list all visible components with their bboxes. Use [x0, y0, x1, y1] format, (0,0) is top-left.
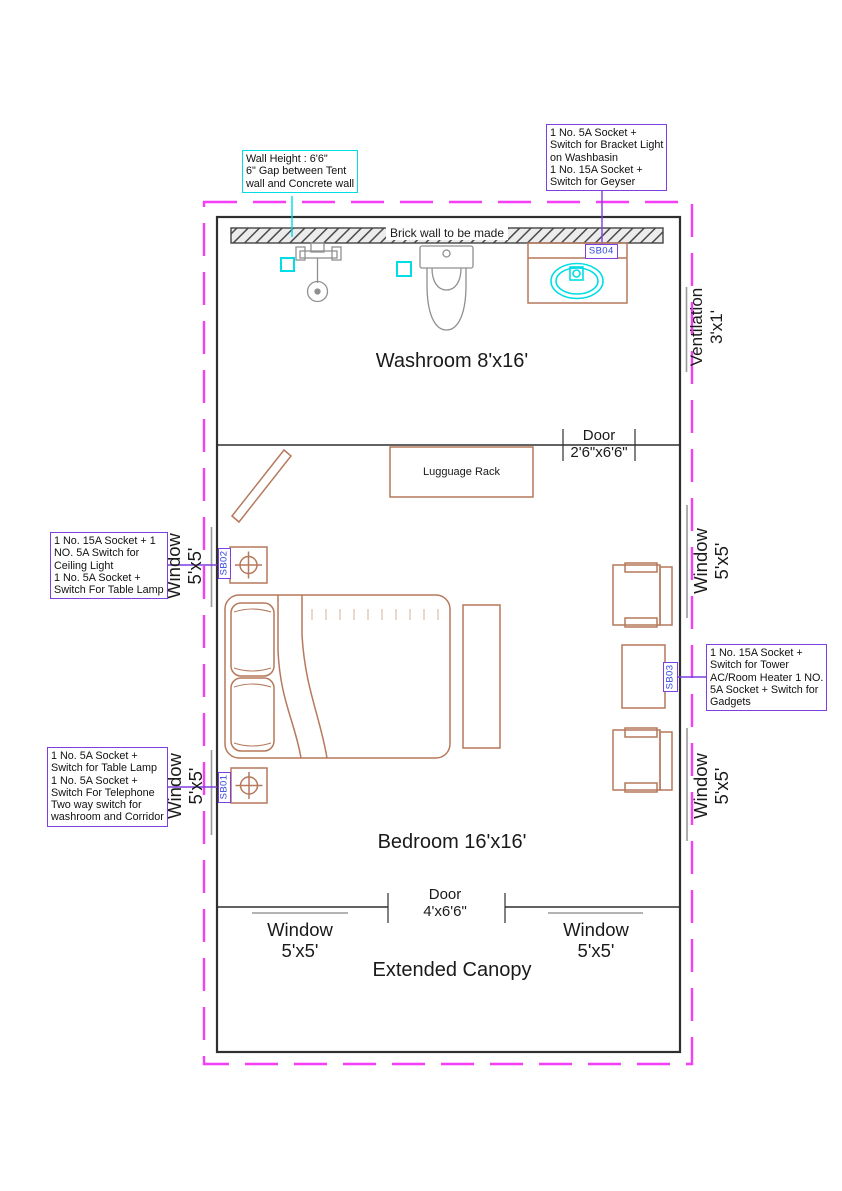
window-label-left-lower: Window 5'x5'	[164, 753, 206, 819]
washroom-label: Washroom 8'x16'	[375, 350, 529, 372]
bed	[224, 594, 451, 759]
tent-boundary-dashed	[202, 200, 694, 1066]
side-table	[621, 644, 666, 709]
bedside-table-upper	[229, 546, 268, 584]
mirror-diagonal	[230, 448, 293, 524]
structure-walls	[215, 215, 682, 1054]
ventilation-label: Ventilation 3'x1'	[687, 287, 726, 367]
annotation-ceiling-light: 1 No. 15A Socket + 1 NO. 5A Switch for C…	[50, 532, 168, 600]
annotation-tower-ac: 1 No. 15A Socket + Switch for Tower AC/R…	[706, 644, 828, 712]
armchair-lower	[612, 727, 673, 793]
annotation-wall-height: Wall Height : 6'6" 6" Gap between Tent w…	[242, 150, 359, 193]
window-extent-lines	[210, 287, 688, 914]
bedside-table-lower	[230, 767, 268, 804]
washroom-door-label: Door 2'6"x6'6"	[570, 427, 628, 461]
floor-trap-right	[396, 261, 412, 277]
cyan-fittings	[280, 257, 604, 300]
window-label-right-upper: Window 5'x5'	[690, 528, 732, 594]
window-label-bottom-left: Window 5'x5'	[267, 919, 333, 961]
annotation-telephone: 1 No. 5A Socket + Switch for Table Lamp …	[47, 747, 168, 827]
quilt-marks	[311, 609, 439, 620]
extended-canopy-label: Extended Canopy	[372, 959, 532, 981]
annotation-washbasin-geyser: 1 No. 5A Socket + Switch for Bracket Lig…	[546, 124, 668, 192]
switch-box-sb01: SB01	[217, 771, 231, 803]
floor-trap-left	[280, 257, 295, 272]
toilet	[419, 245, 474, 331]
washroom-fixtures	[295, 242, 474, 331]
window-label-right-lower: Window 5'x5'	[690, 753, 732, 819]
switch-box-sb04: SB04	[584, 243, 618, 259]
armchair-upper	[612, 562, 673, 628]
switch-box-sb03: SB03	[663, 662, 678, 692]
window-label-bottom-right: Window 5'x5'	[563, 919, 629, 961]
washbasin	[550, 262, 604, 300]
bedroom-label: Bedroom 16'x16'	[377, 831, 527, 853]
main-door-label: Door 4'x6'6"	[423, 886, 467, 920]
luggage-rack-outline	[389, 446, 534, 498]
leader-lines	[158, 191, 706, 788]
window-label-left-upper: Window 5'x5'	[163, 533, 205, 599]
bench	[462, 604, 501, 749]
furniture	[224, 242, 673, 804]
brick-wall-note: Brick wall to be made	[231, 226, 663, 240]
luggage-rack-label: Lugguage Rack	[422, 466, 501, 478]
switch-box-sb02: SB02	[217, 547, 231, 579]
shower-mixer	[295, 242, 342, 303]
